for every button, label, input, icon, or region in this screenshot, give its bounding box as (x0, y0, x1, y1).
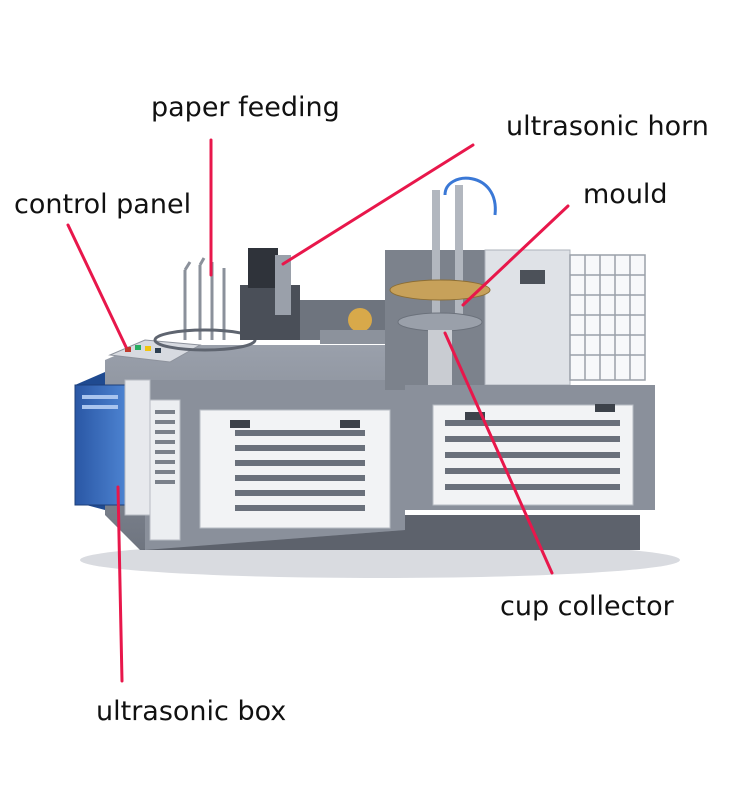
mould-tower (385, 176, 571, 390)
label-ultrasonic-horn: ultrasonic horn (506, 111, 709, 142)
leader-line-cup-collector (443, 331, 554, 575)
label-control-panel: control panel (14, 189, 192, 220)
ultrasonic-horn-unit (240, 248, 390, 344)
label-mould: mould (583, 179, 668, 210)
floor-shadow (80, 542, 680, 578)
ultrasonic-box-unit (74, 372, 151, 516)
label-ultrasonic-box: ultrasonic box (96, 696, 287, 727)
left-cabinet (105, 345, 405, 550)
label-paper-feeding: paper feeding (151, 92, 340, 123)
leader-lines (66, 138, 570, 683)
leader-line-ultrasonic-box (116, 485, 124, 683)
cup-collector-cage (569, 254, 646, 381)
control-panel-unit (108, 339, 202, 363)
leader-line-mould (461, 204, 570, 307)
leader-line-ultrasonic-horn (281, 143, 475, 266)
label-cup-collector: cup collector (500, 591, 674, 622)
right-cabinet (405, 385, 655, 510)
leader-line-control-panel (66, 223, 128, 349)
